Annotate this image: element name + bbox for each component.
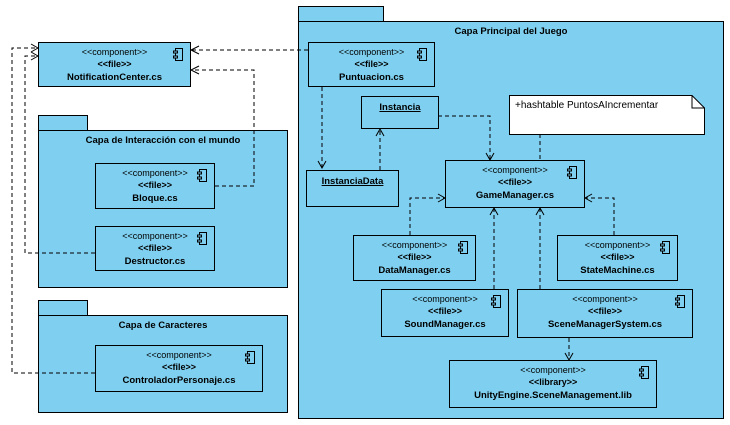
component-icon <box>491 295 501 308</box>
stereotype-label: <<component>> <box>81 47 148 57</box>
package-main-title: Capa Principal del Juego <box>454 26 568 37</box>
component-name: SoundManager.cs <box>404 319 486 330</box>
component-icon <box>675 295 685 308</box>
stereotype-label: <<component>> <box>122 168 188 178</box>
component-name: Destructor.cs <box>124 256 186 267</box>
component-icon <box>458 241 468 254</box>
component-puntuacion[interactable]: <<component>> <<file>> Puntuacion.cs <box>308 42 435 87</box>
stereotype-label: <<component>> <box>122 231 188 241</box>
type-label: <<file>> <box>397 252 432 262</box>
component-name: SceneManagerSystem.cs <box>547 319 663 330</box>
component-name: Puntuacion.cs <box>339 72 404 83</box>
type-label: <<file>> <box>497 177 533 187</box>
component-name: GameManager.cs <box>475 190 555 201</box>
note-shape <box>509 95 705 135</box>
component-scene-manager-system[interactable]: <<component>> <<file>> SceneManagerSyste… <box>517 289 693 338</box>
stereotype-label: <<component>> <box>338 47 405 57</box>
stereotype-label: <<component>> <box>520 365 586 375</box>
component-icon <box>173 48 183 61</box>
component-name: StateMachine.cs <box>580 265 655 276</box>
object-instancia-label: Instancia <box>379 102 421 113</box>
component-state-machine[interactable]: <<component>> <<file>> StateMachine.cs <box>557 235 678 281</box>
package-characters-title: Capa de Caracteres <box>118 320 208 331</box>
stereotype-label: <<component>> <box>584 240 651 250</box>
stereotype-label: <<component>> <box>482 165 548 175</box>
component-sound-manager[interactable]: <<component>> <<file>> SoundManager.cs <box>381 289 509 337</box>
stereotype-label: <<component>> <box>572 294 638 304</box>
component-name: NotificationCenter.cs <box>66 72 163 83</box>
component-controlador-personaje[interactable]: <<component>> <<file>> ControladorPerson… <box>95 345 263 392</box>
component-icon <box>639 366 649 379</box>
component-destructor[interactable]: <<component>> <<file>> Destructor.cs <box>95 226 215 271</box>
object-instancia[interactable]: Instancia <box>361 96 439 129</box>
type-label: <<file>> <box>137 243 173 253</box>
type-label: <<library>> <box>528 377 578 387</box>
type-label: <<file>> <box>137 180 173 190</box>
component-icon <box>660 241 670 254</box>
component-name: Bloque.cs <box>132 193 178 204</box>
component-name: DataManager.cs <box>378 265 451 276</box>
component-unity-scene-management[interactable]: <<component>> <<library>> UnityEngine.Sc… <box>449 360 657 408</box>
type-label: <<file>> <box>354 59 389 69</box>
type-label: <<file>> <box>427 306 463 316</box>
object-instancia-data-label: InstanciaData <box>321 176 384 187</box>
component-icon <box>245 351 255 364</box>
component-data-manager[interactable]: <<component>> <<file>> DataManager.cs <box>353 235 476 281</box>
component-notification-center[interactable]: <<component>> <<file>> NotificationCente… <box>38 42 191 87</box>
stereotype-label: <<component>> <box>412 294 478 304</box>
component-game-manager[interactable]: <<component>> <<file>> GameManager.cs <box>445 160 585 208</box>
type-label: <<file>> <box>97 59 132 69</box>
component-name: ControladorPersonaje.cs <box>122 375 236 386</box>
component-icon <box>567 166 577 179</box>
component-icon <box>417 48 427 61</box>
package-main: Capa Principal del Juego <box>298 21 724 419</box>
type-label: <<file>> <box>161 362 197 372</box>
component-icon <box>197 232 207 245</box>
component-icon <box>197 169 207 182</box>
type-label: <<file>> <box>600 252 635 262</box>
stereotype-label: <<component>> <box>381 240 448 250</box>
object-instancia-data[interactable]: InstanciaData <box>306 170 399 207</box>
package-interaction-title: Capa de Interacción con el mundo <box>85 135 241 146</box>
component-name: UnityEngine.SceneManagement.lib <box>474 390 632 401</box>
note-text: +hashtable PuntosAIncrementar <box>515 100 659 111</box>
type-label: <<file>> <box>587 306 623 316</box>
component-bloque[interactable]: <<component>> <<file>> Bloque.cs <box>95 163 215 209</box>
stereotype-label: <<component>> <box>146 350 212 360</box>
note-hashtable: +hashtable PuntosAIncrementar <box>509 95 705 135</box>
